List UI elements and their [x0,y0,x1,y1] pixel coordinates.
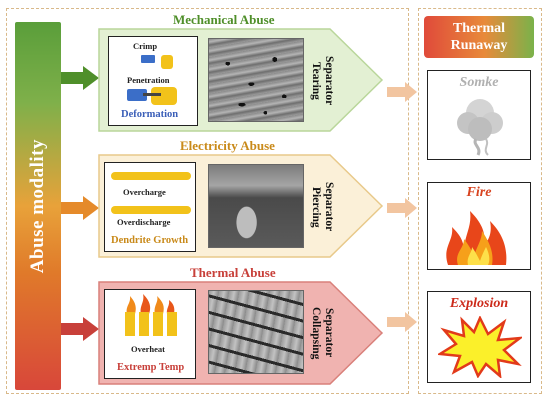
extreme-temp-caption: Extremp Temp [117,362,185,373]
separator-collapsing-micrograph [208,290,304,374]
thermal-abuse-title: Thermal Abuse [190,265,276,280]
separator-piercing-micrograph [208,164,304,248]
penetration-icon [127,87,177,105]
mechanical-mechanism-box: Crimp Penetration Deformation [108,36,198,126]
overcharge-label: Overcharge [121,187,168,197]
abuse-modality-label: Abuse modality [27,138,48,274]
smoke-label: Somke [459,75,499,90]
penetration-label: Penetration [127,75,170,85]
thermal-mechanism-box: Overheat Extremp Temp [104,289,196,379]
arrow-thermal [61,317,99,341]
explosion-label: Explosion [449,296,509,311]
dendrite-growth-caption: Dendrite Growth [111,235,189,246]
arrow-mechanical [61,66,99,90]
arrow-to-smoke [387,82,417,102]
smoke-icon [457,99,503,156]
fire-icon [446,211,507,265]
electricity-abuse-title: Electricity Abuse [180,138,275,153]
explosion-box: Explosion [427,291,531,383]
thermal-runaway-header: Thermal Runaway [424,16,534,58]
overdischarge-label: Overdischarge [115,217,173,227]
fire-label: Fire [466,185,492,200]
thermal-runaway-frame [418,8,542,394]
abuse-modality-bar [15,22,61,390]
separator-tearing-micrograph [208,38,304,122]
fire-box: Fire [427,182,531,270]
arrow-electricity [61,196,99,220]
explosion-icon [438,316,522,378]
arrow-to-fire [387,198,417,218]
deformation-caption: Deformation [121,109,179,120]
smoke-box: Somke [427,70,531,160]
crimp-icon [141,55,173,69]
mechanical-abuse-title: Mechanical Abuse [173,12,275,27]
arrow-to-explosion [387,312,417,332]
overdischarge-icon [111,206,191,214]
electricity-mechanism-box: Overcharge Overdischarge Dendrite Growth [104,162,196,252]
overcharge-icon [111,172,191,180]
crimp-label: Crimp [133,41,158,51]
overheat-label: Overheat [131,344,165,354]
overheat-icon [125,294,177,336]
